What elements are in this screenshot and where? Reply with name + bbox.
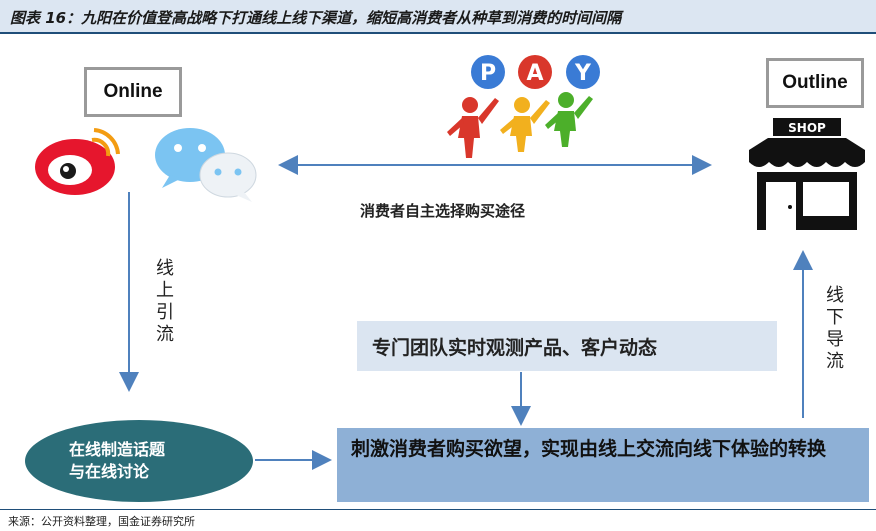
pay-letter-y: Y — [574, 61, 592, 86]
pay-letter-p: P — [480, 61, 496, 86]
choice-caption: 消费者自主选择购买途径 — [360, 202, 526, 220]
header-bar: 图表 16：九阳在价值登高战略下打通线上线下渠道，缩短高消费者从种草到消费的时间… — [0, 0, 876, 34]
outline-label-text: Outline — [782, 72, 848, 93]
team-monitor-text: 专门团队实时观测产品、客户动态 — [372, 336, 658, 359]
team-monitor-box: 专门团队实时观测产品、客户动态 — [357, 321, 777, 371]
online-label: Online — [84, 67, 182, 117]
source-note: 来源：公开资料整理，国金证券研究所 — [8, 515, 195, 528]
conversion-box: 刺激消费者购买欲望，实现由线上交流向线下体验的转换 — [337, 428, 869, 502]
shop-icon: SHOP — [749, 118, 865, 230]
wechat-icon — [155, 128, 257, 202]
figure-title: 图表 16：九阳在价值登高战略下打通线上线下渠道，缩短高消费者从种草到消费的时间… — [10, 9, 622, 27]
source-divider — [0, 509, 876, 531]
outline-label: Outline — [766, 58, 864, 108]
online-traffic-label: 线上引流 — [153, 258, 174, 346]
ellipse-line-1: 在线制造话题 — [69, 440, 166, 459]
topic-ellipse: 在线制造话题 与在线讨论 — [25, 420, 253, 502]
people-icon — [447, 92, 593, 158]
ellipse-line-2: 与在线讨论 — [69, 462, 150, 481]
pay-letter-a: A — [526, 61, 543, 86]
weibo-icon — [35, 128, 120, 195]
offline-traffic-label: 线下导流 — [823, 285, 844, 373]
pay-icon: P A Y — [471, 55, 600, 89]
online-label-text: Online — [103, 81, 163, 102]
shop-sign: SHOP — [788, 121, 826, 135]
conversion-text: 刺激消费者购买欲望，实现由线上交流向线下体验的转换 — [351, 438, 827, 460]
